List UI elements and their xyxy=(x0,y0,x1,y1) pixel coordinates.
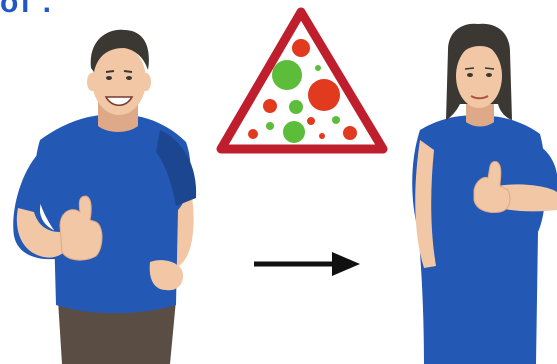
man-figure xyxy=(13,30,196,364)
germ-warning-triangle-icon xyxy=(221,12,383,149)
woman-figure xyxy=(412,24,557,364)
right-arrow-icon xyxy=(254,252,360,276)
